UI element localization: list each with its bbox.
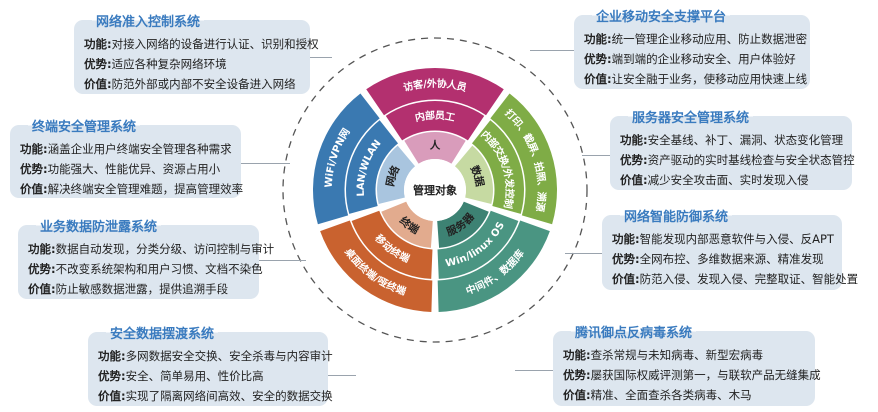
system-card-network-access: 网络准入控制系统 功能:对接入网络的设备进行认证、识别和授权 优势:适应各种复杂… bbox=[74, 11, 319, 94]
system-card-network-defense: 网络智能防御系统 功能:智能发现内部恶意软件与入侵、反APT 优势:全网布控、多… bbox=[602, 206, 858, 290]
connector-line bbox=[582, 155, 610, 156]
advantage-label: 优势: bbox=[84, 57, 112, 71]
function-label: 功能: bbox=[612, 232, 640, 246]
advantage-text: 资产驱动的实时基线检查与安全状态管控 bbox=[647, 153, 855, 167]
system-card-endpoint-security: 终端安全管理系统 功能:涵盖企业用户终端安全管理各种需求 优势:功能强大、性能优… bbox=[10, 116, 244, 198]
advantage-label: 优势: bbox=[584, 52, 612, 66]
advantage-label: 优势: bbox=[612, 252, 640, 266]
advantage-label: 优势: bbox=[20, 162, 48, 176]
system-card-antivirus: 腾讯御点反病毒系统 功能:查杀常规与未知病毒、新型宏病毒 优势:屡获国际权威评测… bbox=[553, 322, 821, 406]
function-label: 功能: bbox=[20, 142, 48, 156]
center-hub bbox=[404, 159, 466, 221]
value-label: 价值: bbox=[20, 182, 48, 196]
function-text: 多网数据安全交换、安全杀毒与内容审计 bbox=[125, 349, 333, 363]
center-label: 管理对象 bbox=[413, 183, 457, 197]
function-label: 功能: bbox=[28, 242, 56, 256]
connector-line bbox=[308, 57, 332, 58]
function-label: 功能: bbox=[98, 349, 126, 363]
function-text: 数据自动发现，分类分级、访问控制与审计 bbox=[55, 242, 275, 256]
system-card-data-ferry: 安全数据摆渡系统 功能:多网数据安全交换、安全杀毒与内容审计 优势:安全、简单易… bbox=[88, 323, 333, 406]
function-label: 功能: bbox=[84, 37, 112, 51]
value-label: 价值: bbox=[98, 389, 126, 403]
connector-line bbox=[258, 260, 306, 261]
wheel-segment-endpoint-outer bbox=[320, 220, 433, 312]
connector-line bbox=[530, 50, 574, 51]
function-text: 涵盖企业用户终端安全管理各种需求 bbox=[47, 142, 232, 156]
function-text: 统一管理企业移动应用、防止数据泄密 bbox=[611, 32, 808, 46]
advantage-text: 不改变系统架构和用户习惯、文档不染色 bbox=[55, 262, 263, 276]
connector-line bbox=[515, 370, 553, 371]
advantage-text: 屡获国际权威评测第一，与联软产品无缝集成 bbox=[590, 368, 821, 382]
function-label: 功能: bbox=[563, 348, 591, 362]
value-label: 价值: bbox=[563, 388, 591, 402]
value-label: 价值: bbox=[612, 272, 640, 286]
wheel-segment-data-inner bbox=[454, 145, 494, 204]
dashed-boundary-circle bbox=[282, 37, 588, 343]
advantage-text: 安全、简单易用、性价比高 bbox=[125, 369, 264, 383]
wheel-segment-people-outer bbox=[366, 68, 504, 116]
system-title: 终端安全管理系统 bbox=[28, 116, 141, 135]
wheel-segment-network-middle bbox=[345, 120, 399, 214]
advantage-text: 功能强大、性能优异、资源占用小 bbox=[47, 162, 221, 176]
value-text: 实现了隔离网络间高效、安全的数据交换 bbox=[125, 389, 333, 403]
advantage-label: 优势: bbox=[620, 153, 648, 167]
system-card-mobile-security: 企业移动安全支撑平台 功能:统一管理企业移动应用、防止数据泄密 优势:端到端的企… bbox=[574, 6, 810, 89]
system-title: 安全数据摆渡系统 bbox=[106, 323, 219, 342]
function-text: 对接入网络的设备进行认证、识别和授权 bbox=[111, 37, 319, 51]
wheel-segment-network-outer bbox=[313, 93, 380, 225]
function-text: 查杀常规与未知病毒、新型宏病毒 bbox=[590, 348, 764, 362]
advantage-text: 适应各种复杂网络环境 bbox=[111, 57, 227, 71]
system-title: 网络准入控制系统 bbox=[92, 11, 205, 30]
value-text: 精准、全面查杀各类病毒、木马 bbox=[590, 388, 752, 402]
connector-line bbox=[565, 253, 602, 254]
value-text: 防范外部或内部不安全设备进入网络 bbox=[111, 77, 296, 91]
wheel-segment-server-inner bbox=[437, 201, 489, 248]
value-label: 价值: bbox=[28, 282, 56, 296]
wheel-segment-network-inner bbox=[377, 145, 416, 204]
value-label: 价值: bbox=[84, 77, 112, 91]
function-label: 功能: bbox=[620, 133, 648, 147]
wheel-label-people-outer: 访客/外协人员 bbox=[402, 76, 468, 94]
value-text: 解决终端安全管理难题，提高管理效率 bbox=[47, 182, 244, 196]
value-text: 防止敏感数据泄露，提供追溯手段 bbox=[55, 282, 229, 296]
function-text: 智能发现内部恶意软件与入侵、反APT bbox=[639, 232, 834, 246]
advantage-label: 优势: bbox=[563, 368, 591, 382]
advantage-label: 优势: bbox=[28, 262, 56, 276]
wheel-segment-data-outer bbox=[490, 93, 557, 225]
advantage-text: 全网布控、多维数据来源、精准发现 bbox=[639, 252, 824, 266]
wheel-segment-endpoint-middle bbox=[351, 210, 433, 279]
value-text: 减少安全攻击面、实时发现入侵 bbox=[647, 173, 809, 187]
function-text: 安全基线、补丁、漏洞、状态变化管理 bbox=[647, 133, 844, 147]
wheel-segment-server-outer bbox=[437, 220, 550, 312]
system-title: 企业移动安全支撑平台 bbox=[592, 6, 731, 25]
value-text: 防范入侵、发现入侵、完整取证、智能处置 bbox=[639, 272, 859, 286]
wheel-segment-data-middle bbox=[471, 120, 524, 214]
connector-line bbox=[326, 375, 356, 376]
system-title: 服务器安全管理系统 bbox=[628, 107, 754, 126]
wheel-segment-people-inner bbox=[404, 132, 466, 164]
system-title: 腾讯御点反病毒系统 bbox=[571, 322, 697, 341]
system-card-server-security: 服务器安全管理系统 功能:安全基线、补丁、漏洞、状态变化管理 优势:资产驱动的实… bbox=[610, 107, 855, 190]
value-text: 让安全融于业务，使移动应用快速上线 bbox=[611, 72, 808, 86]
advantage-label: 优势: bbox=[98, 369, 126, 383]
advantage-text: 端到端的企业移动安全、用户体验好 bbox=[611, 52, 796, 66]
connector-line bbox=[240, 163, 290, 164]
system-title: 业务数据防泄露系统 bbox=[36, 216, 162, 235]
function-label: 功能: bbox=[584, 32, 612, 46]
value-label: 价值: bbox=[620, 173, 648, 187]
wheel-segment-people-middle bbox=[385, 100, 485, 141]
wheel-segment-endpoint-inner bbox=[381, 201, 433, 248]
value-label: 价值: bbox=[584, 72, 612, 86]
wheel-segment-server-middle bbox=[437, 210, 519, 279]
system-title: 网络智能防御系统 bbox=[620, 206, 733, 225]
wheel-label-people-inner: 人 bbox=[430, 139, 441, 152]
system-card-dlp: 业务数据防泄露系统 功能:数据自动发现，分类分级、访问控制与审计 优势:不改变系… bbox=[18, 216, 274, 299]
